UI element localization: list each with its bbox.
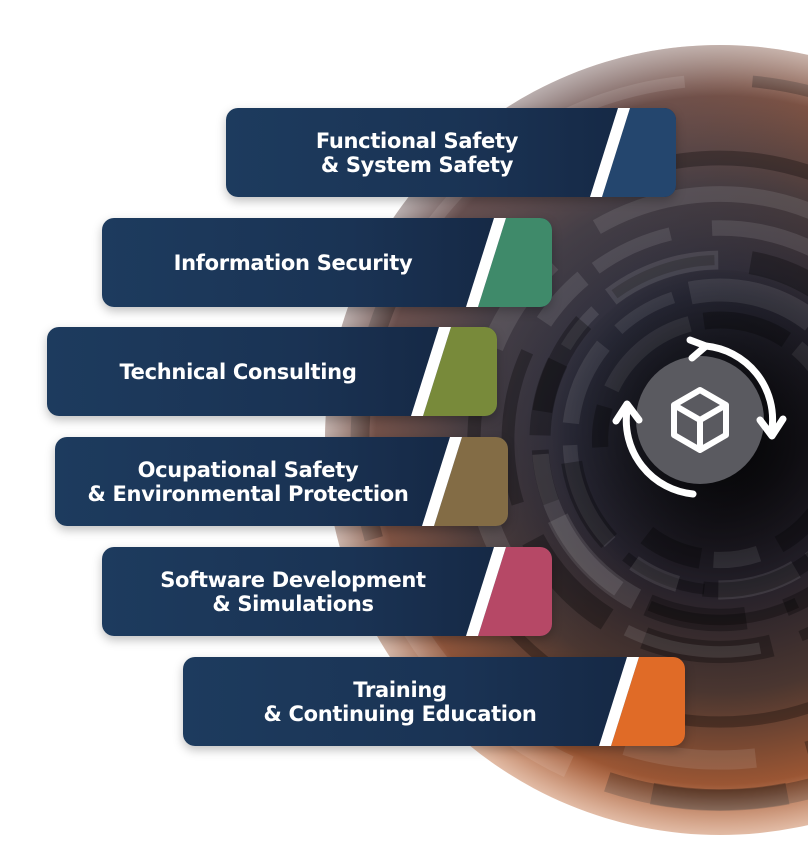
service-information-security[interactable]: Information Security xyxy=(102,218,552,307)
service-label: Training & Continuing Education xyxy=(263,677,537,726)
service-label: Information Security xyxy=(173,250,413,275)
service-technical-consulting[interactable]: Technical Consulting xyxy=(47,327,497,416)
service-training[interactable]: Training & Continuing Education xyxy=(183,657,685,746)
service-software-development[interactable]: Software Development & Simulations xyxy=(102,547,552,636)
cycle-box-icon xyxy=(612,336,787,498)
service-label: Ocupational Safety & Environmental Prote… xyxy=(87,457,409,506)
service-label: Software Development & Simulations xyxy=(160,567,426,616)
service-label: Functional Safety & System Safety xyxy=(315,128,519,177)
service-functional-safety[interactable]: Functional Safety & System Safety xyxy=(226,108,676,197)
service-occupational-safety[interactable]: Ocupational Safety & Environmental Prote… xyxy=(55,437,508,526)
service-label: Technical Consulting xyxy=(119,359,357,384)
